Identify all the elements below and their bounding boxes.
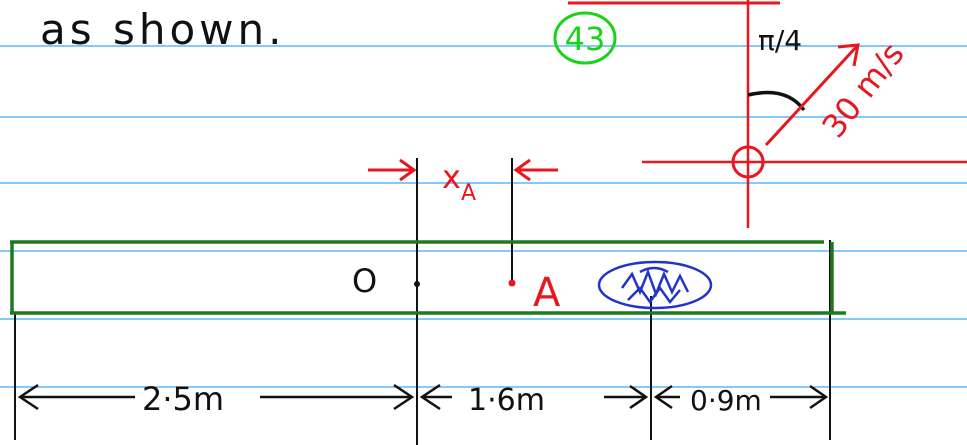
ruled-lines	[0, 45, 967, 388]
dimension-middle: 1·6m	[468, 383, 545, 418]
point-a-dot	[508, 279, 516, 287]
distance-indicator	[368, 158, 558, 182]
problem-number: 43	[565, 20, 606, 58]
angle-arc	[747, 90, 806, 112]
velocity-arrow	[764, 43, 860, 147]
blue-scribble	[597, 260, 713, 310]
velocity-label: 30 m/s	[814, 35, 911, 145]
dimension-left: 2·5m	[142, 380, 224, 418]
problem-number-circle	[553, 11, 617, 65]
beam	[10, 240, 846, 315]
projectile-origin	[731, 145, 765, 179]
point-a-label: A	[533, 270, 561, 316]
reference-lines	[14, 158, 831, 445]
dimension-right: 0·9m	[690, 384, 762, 417]
point-o-dot	[414, 281, 420, 287]
point-o-label: O	[352, 262, 377, 300]
angle-label: π/4	[758, 24, 802, 57]
distance-label: xA	[442, 158, 476, 206]
header-text: as shown.	[40, 5, 286, 54]
dimension-arrows	[17, 383, 829, 411]
